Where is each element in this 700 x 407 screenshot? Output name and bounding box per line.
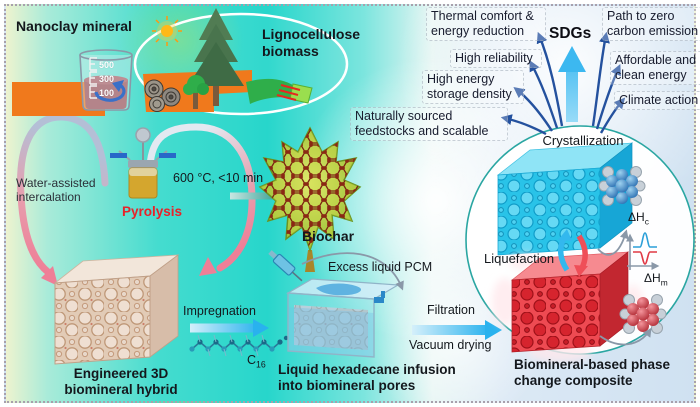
c16-base: C — [247, 353, 257, 367]
enthalpy-c-connector — [597, 229, 629, 256]
pyrolysis-arch-arrow — [146, 123, 256, 276]
beaker-ticks — [89, 57, 97, 99]
liquid-splash — [316, 283, 362, 296]
crystallization-label: Crystallization — [542, 133, 624, 148]
intercalation-arch-arrow — [17, 113, 109, 286]
pine-tree-icon — [188, 8, 244, 106]
nanoclay-beaker — [12, 49, 133, 116]
filtration-arrow — [412, 320, 502, 340]
benefit-climate-action: Climate action — [614, 91, 700, 110]
pyrolysis-conditions: 600 °C, <10 min — [173, 171, 264, 185]
melting-peak — [633, 251, 657, 265]
benefit-zero-carbon: Path to zero carbon emission — [602, 7, 700, 41]
biochar-label: Biochar — [301, 228, 355, 244]
excess-pcm-label: Excess liquid PCM — [328, 260, 433, 274]
nanoclay-title: Nanoclay mineral — [16, 18, 132, 34]
stir-arrow — [94, 80, 126, 102]
crystallization-peak — [633, 232, 657, 248]
benefit-thermal-comfort: Thermal comfort & energy reduction — [426, 7, 546, 41]
water-assisted-label: Water-assisted intercalation — [16, 176, 96, 205]
benefit-clean-energy: Affordable and clean energy — [610, 51, 700, 85]
dhm-subscript: m — [660, 277, 668, 288]
biomass-title: Lignocellulose biomass — [262, 26, 361, 59]
drain-valve — [374, 291, 385, 303]
vacuum-drying-label: Vacuum drying — [409, 338, 492, 352]
filtration-label: Filtration — [427, 303, 475, 317]
beaker-mark-100: 100 — [99, 88, 115, 98]
excess-pcm-arrow — [301, 252, 404, 291]
pyrolysis-reactor — [110, 127, 176, 199]
biomineral-hybrid-block — [53, 254, 180, 365]
sun-icon — [152, 16, 182, 46]
enthalpy-m-connector — [599, 327, 652, 346]
dsc-curve-inset — [626, 232, 660, 270]
hexadecane-molecule — [189, 334, 289, 357]
dhm-base: ΔH — [644, 271, 661, 285]
logs-icon — [144, 79, 181, 112]
dhc-subscript: c — [644, 216, 649, 227]
composite-label: Biomineral-based phase change composite — [514, 357, 671, 388]
beaker-glass — [79, 54, 133, 111]
enthalpy-melting-label: ΔHm — [644, 271, 684, 288]
c16-molecule-label: C16 — [247, 353, 281, 370]
beaker-mark-300: 300 — [99, 74, 115, 84]
beaker-mark-500: 500 — [99, 60, 115, 70]
liquefaction-label: Liquefaction — [484, 251, 555, 266]
tree-icon — [183, 75, 209, 109]
infusion-label: Liquid hexadecane infusion into biominer… — [278, 362, 456, 393]
benefit-high-reliability: High reliability — [450, 49, 542, 68]
hybrid-label: Engineered 3D biomineral hybrid — [64, 366, 178, 397]
crystallized-composite-cube — [496, 142, 634, 256]
pyrolysis-label: Pyrolysis — [122, 204, 183, 219]
benefit-storage-density: High energy storage density — [422, 70, 524, 104]
lignocellulose-scene — [133, 8, 349, 116]
impregnation-arrow — [190, 319, 269, 337]
syringe-icon — [268, 250, 303, 282]
carbon-lattice — [260, 128, 360, 250]
melted-composite-cube — [492, 251, 644, 362]
crystalline-cluster — [598, 166, 646, 206]
fiber-stalk-icon — [246, 78, 313, 104]
dhc-base: ΔH — [628, 210, 645, 224]
c16-subscript: 16 — [256, 359, 266, 370]
impregnation-label: Impregnation — [183, 304, 256, 318]
molten-cluster — [619, 294, 667, 334]
submerged-biomineral — [294, 305, 368, 350]
phase-cycle-arrows — [558, 229, 588, 277]
sdg-up-arrow — [558, 46, 586, 122]
biochar-leaf — [258, 126, 362, 272]
sdgs-title: SDGs — [549, 25, 592, 42]
infusion-tank — [286, 278, 400, 358]
benefit-feedstocks: Naturally sourced feedstocks and scalabl… — [350, 107, 508, 141]
enthalpy-crystallization-label: ΔHc — [628, 210, 668, 227]
